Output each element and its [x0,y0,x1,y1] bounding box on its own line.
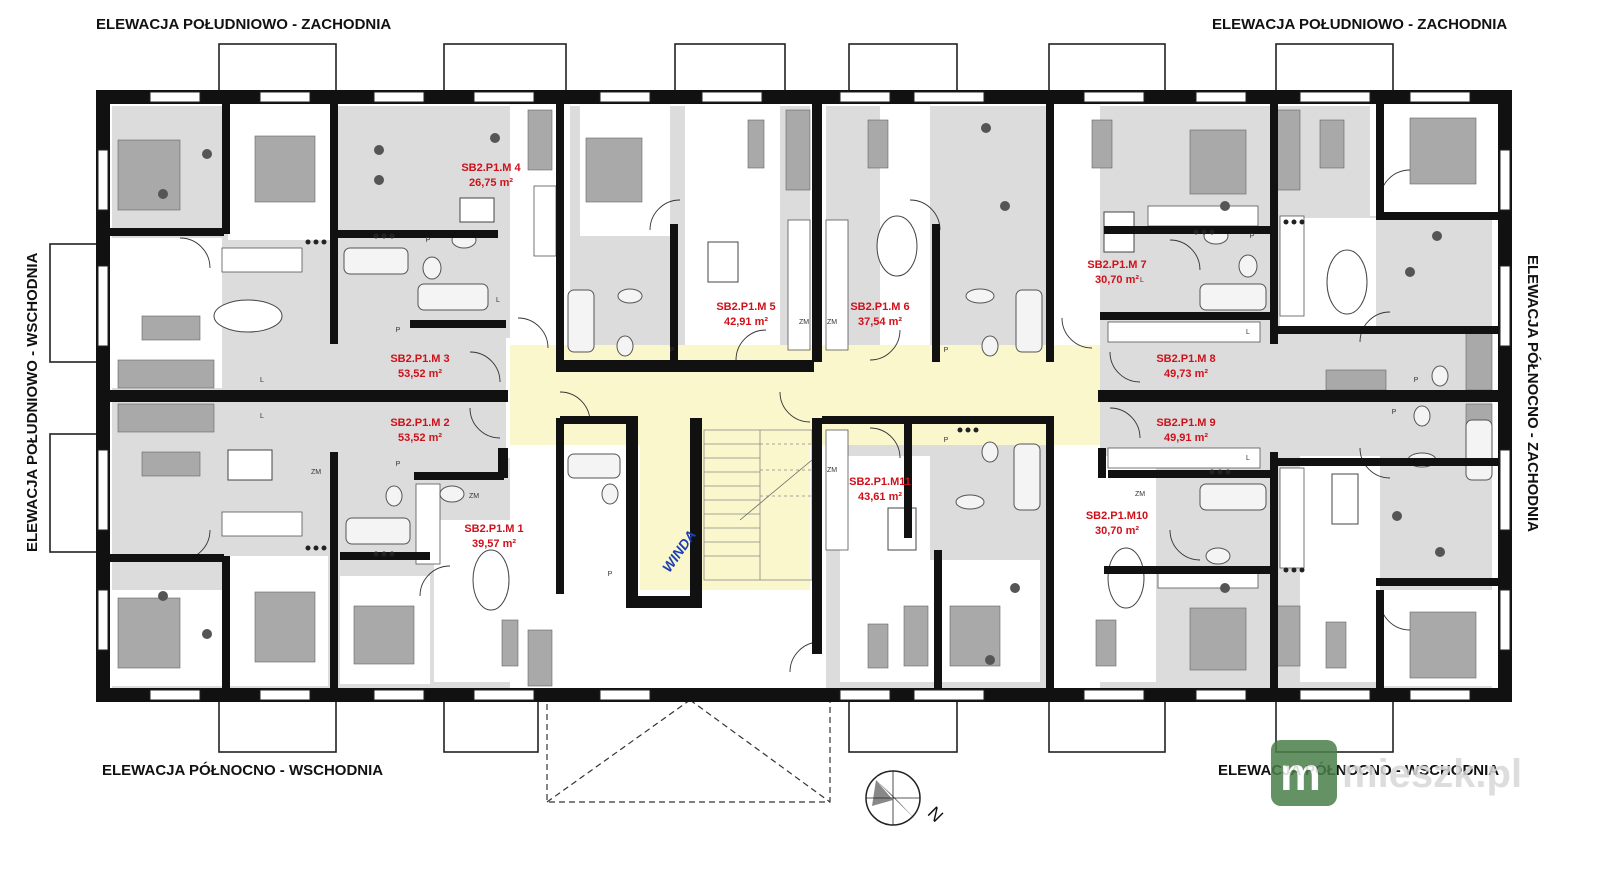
shower-mark: P [1392,409,1397,416]
apartment-id: SB2.P1.M 2 [390,417,449,429]
stove-mark: ZM [1135,491,1145,498]
shower-mark: P [396,461,401,468]
watermark-text: mieszk.pl [1342,752,1522,796]
stove-mark: ZM [311,469,321,476]
bathroom-fixtures [343,227,1493,565]
apartment-id: SB2.P1.M 7 [1087,259,1146,271]
balconies-top [218,43,1394,95]
shower-mark: P [944,437,949,444]
shower-mark: P [608,571,613,578]
apartment-area: 30,70 m² [1095,525,1139,537]
fixture-marks: P L P ZM ZM L L ZM ZM P ZM P P P P L P P… [260,233,1419,578]
stove-burners [305,219,1305,573]
fridge-mark: L [1246,329,1250,336]
apartment-area: 43,61 m² [858,491,902,503]
apartment-id: SB2.P1.M 3 [390,353,449,365]
apartment-id: SB2.P1.M 1 [464,523,523,535]
apartment-id: SB2.P1.M 4 [461,162,521,174]
stove-mark: ZM [799,319,809,326]
apartment-area: 42,91 m² [724,316,768,328]
elevation-label-right: ELEWACJA PÓŁNOCNO - ZACHODNIA [1524,255,1542,532]
elevation-label-left: ELEWACJA POŁUDNIOWO - WSCHODNIA [24,252,41,552]
apartment-id: SB2.P1.M11 [849,476,911,488]
stove-mark: ZM [469,493,479,500]
elevation-label-top-right: ELEWACJA POŁUDNIOWO - ZACHODNIA [1212,16,1507,33]
shower-mark: P [396,327,401,334]
kitchen-counters [221,185,1305,589]
apartment-labels: SB2.P1.M 4 26,75 m² SB2.P1.M 5 42,91 m² … [390,162,1215,550]
shower-mark: P [426,237,431,244]
elevation-label-bottom-left: ELEWACJA PÓŁNOCNO - WSCHODNIA [102,761,383,779]
apartment-area: 49,91 m² [1164,432,1208,444]
shower-mark: P [1250,233,1255,240]
entrance-canopy [546,699,831,803]
compass-north-label: N [924,803,947,826]
watermark: m mieszk.pl [1271,740,1522,806]
apartment-area: 49,73 m² [1164,368,1208,380]
furniture [117,109,1493,687]
apartment-id: SB2.P1.M10 [1086,510,1148,522]
elevation-label-top-left: ELEWACJA POŁUDNIOWO - ZACHODNIA [96,16,391,33]
fridge-mark: L [260,377,264,384]
fridge-mark: L [1246,455,1250,462]
balconies-left [49,243,101,553]
staircase [703,429,813,581]
apartment-area: 37,54 m² [858,316,902,328]
corridor [510,345,1100,590]
desk-chairs [158,123,1445,665]
fridge-mark: L [1140,277,1144,284]
apartment-id: SB2.P1.M 6 [850,301,909,313]
balconies-bottom [218,699,1394,753]
walls [96,90,1512,702]
shower-mark: P [1414,377,1419,384]
apartment-area: 53,52 m² [398,432,442,444]
apartment-area: 26,75 m² [469,177,513,189]
apartment-area: 53,52 m² [398,368,442,380]
shower-mark: P [944,347,949,354]
apartment-area: 39,57 m² [472,538,516,550]
apartment-id: SB2.P1.M 9 [1156,417,1215,429]
apartment-area: 30,70 m² [1095,274,1139,286]
apartment-id: SB2.P1.M 5 [716,301,775,313]
stove-mark: ZM [827,467,837,474]
fridge-mark: L [260,413,264,420]
shower-mark: P [670,347,675,354]
apartment-id: SB2.P1.M 8 [1156,353,1215,365]
compass-icon [865,770,921,826]
windows [97,91,1511,701]
stove-mark: ZM [827,319,837,326]
fridge-mark: L [496,297,500,304]
watermark-logo-icon: m [1280,748,1321,800]
